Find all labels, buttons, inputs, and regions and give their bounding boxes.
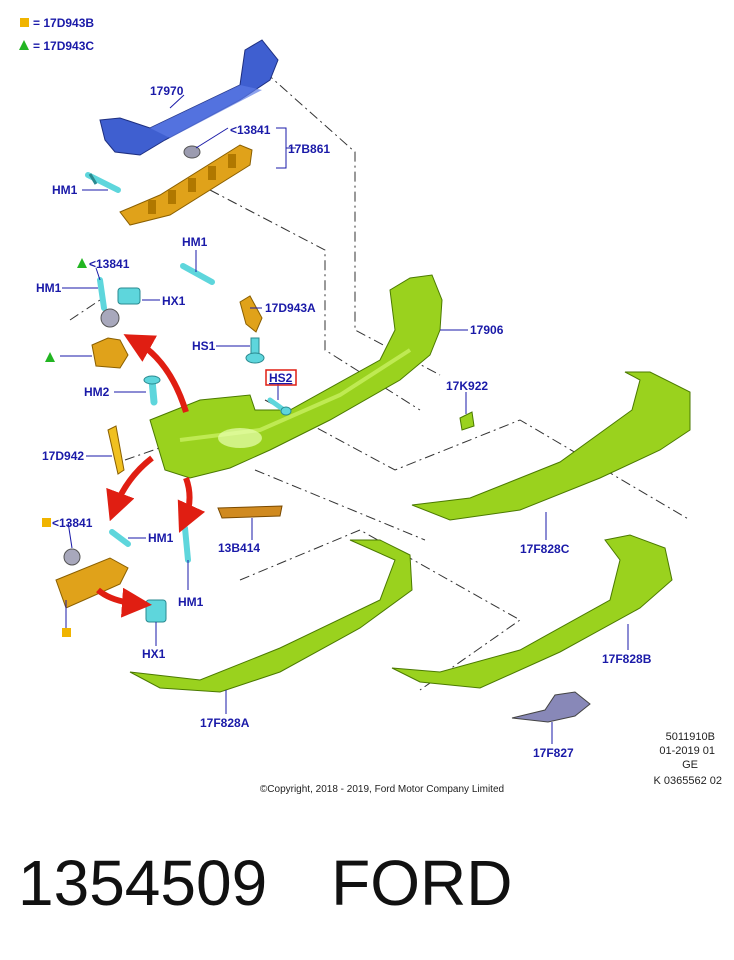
part-17D942 — [107, 425, 125, 475]
legend-square-icon — [20, 18, 29, 27]
legend-triangle-label: = 17D943C — [33, 39, 94, 53]
square-marker-icon-2 — [42, 518, 51, 527]
part-17F828B — [391, 534, 673, 689]
label-hm1-e: HM1 — [178, 595, 204, 609]
meta-line-4: K 0365562 02 — [653, 775, 722, 787]
label-hm1-c: HM1 — [36, 281, 62, 295]
label-13841-low: <13841 — [52, 516, 93, 530]
label-hm1-b: HM1 — [182, 235, 208, 249]
leader-lines — [60, 94, 629, 744]
label-13B414: 13B414 — [218, 541, 260, 555]
copyright-notice: ©Copyright, 2018 - 2019, Ford Motor Comp… — [260, 784, 504, 795]
label-17F828B: 17F828B — [602, 652, 652, 666]
label-17D942: 17D942 — [42, 449, 84, 463]
part-17F828A — [129, 539, 413, 693]
label-17F828A: 17F828A — [200, 716, 250, 730]
meta-line-1: 5011910B — [666, 731, 715, 743]
left-mount-cluster — [45, 277, 141, 369]
label-hm1-d: HM1 — [148, 531, 174, 545]
label-triangle-icon — [77, 258, 87, 268]
legend-triangle-icon — [19, 40, 29, 50]
part-17D943A-bracket — [239, 295, 263, 333]
label-hm1-a: HM1 — [52, 183, 78, 197]
legend-square-label: = 17D943B — [33, 16, 94, 30]
grommet-13841-top — [183, 145, 201, 159]
label-17970: 17970 — [150, 84, 184, 98]
part-labels: 17970 <13841 17B861 HM1 HM1 <13841 HM1 H… — [36, 84, 652, 760]
part-17906-bumper-cover — [149, 274, 443, 479]
clip-hm2 — [143, 375, 161, 406]
part-17B861-absorber — [119, 144, 253, 226]
label-hx1-a: HX1 — [162, 294, 186, 308]
part-17K922 — [459, 411, 475, 431]
meta-line-2: 01-2019 01 — [659, 745, 715, 757]
part-13B414 — [217, 505, 283, 519]
brand-name: FORD — [331, 847, 513, 919]
label-17K922: 17K922 — [446, 379, 488, 393]
label-17F828C: 17F828C — [520, 542, 570, 556]
label-17B861: 17B861 — [288, 142, 330, 156]
hs2-highlight-box — [265, 369, 297, 386]
label-17D943A: 17D943A — [265, 301, 316, 315]
label-17F827: 17F827 — [533, 746, 574, 760]
red-arrows — [96, 334, 206, 618]
meta-line-3: GE — [682, 759, 698, 771]
triangle-marker-icon — [45, 352, 55, 362]
part-number: 1354509 — [18, 847, 268, 919]
clip-hm1-top — [85, 172, 121, 193]
part-17970-beam — [99, 39, 279, 156]
caption: 1354509 FORD — [18, 838, 512, 928]
lower-mount-cluster — [42, 518, 191, 637]
label-hs1: HS1 — [192, 339, 216, 353]
screw-hs2 — [267, 397, 292, 416]
screw-hs1 — [245, 337, 265, 364]
label-13841-top: <13841 — [230, 123, 271, 137]
label-13841-mid: <13841 — [89, 257, 130, 271]
label-hm2: HM2 — [84, 385, 110, 399]
square-marker-icon — [62, 628, 71, 637]
clip-hm1-mid — [180, 263, 215, 285]
parts-diagram: = 17D943B = 17D943C — [19, 16, 722, 795]
label-hx1-b: HX1 — [142, 647, 166, 661]
label-hs2: HS2 — [269, 371, 293, 385]
drawing-metadata: 5011910B 01-2019 01 GE K 0365562 02 — [653, 731, 722, 787]
legend: = 17D943B = 17D943C — [19, 16, 94, 53]
part-17F828C — [411, 371, 691, 521]
part-17F827 — [511, 691, 591, 723]
label-17906: 17906 — [470, 323, 504, 337]
